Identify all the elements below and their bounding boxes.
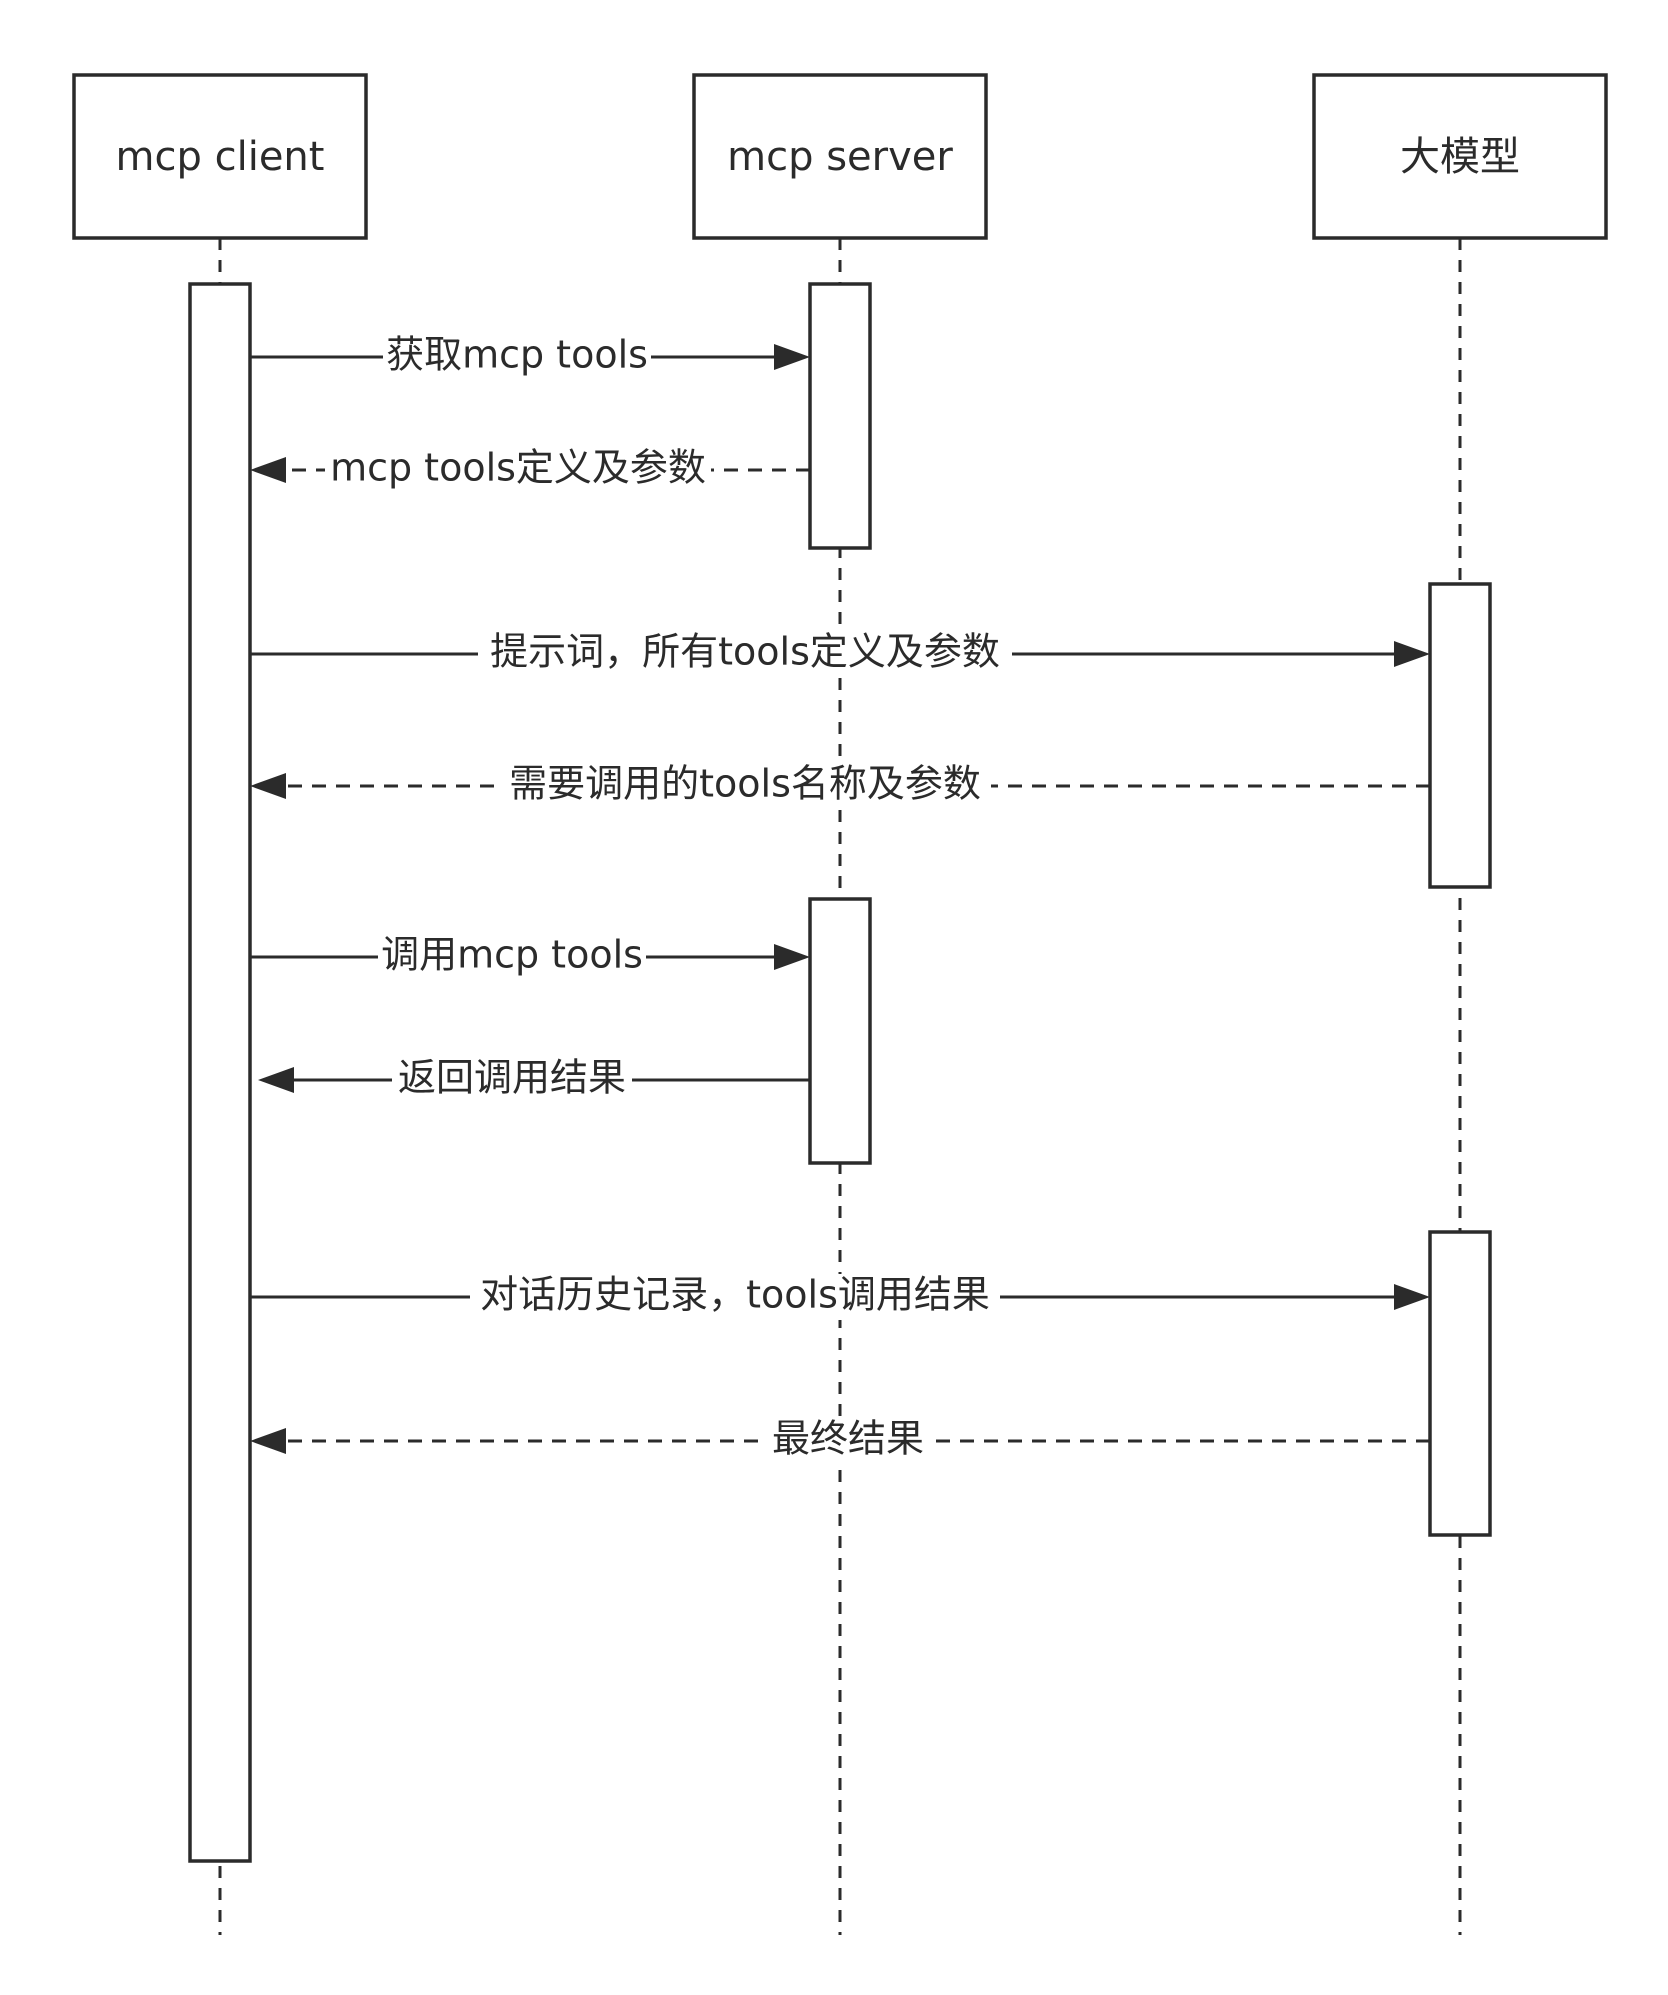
participant-large-model: 大模型 bbox=[1312, 73, 1608, 240]
message-4: 需要调用的tools名称及参数 bbox=[250, 762, 1430, 809]
message-label: 提示词，所有tools定义及参数 bbox=[490, 630, 1000, 674]
message-label: 返回调用结果 bbox=[398, 1056, 626, 1100]
activation-client bbox=[188, 282, 252, 1863]
message-5: 调用mcp tools bbox=[250, 933, 810, 980]
participant-mcp-client: mcp client bbox=[72, 73, 368, 240]
participant-mcp-server: mcp server bbox=[692, 73, 988, 240]
activation-model-2 bbox=[1428, 1230, 1492, 1537]
message-1: 获取mcp tools bbox=[250, 333, 810, 380]
activation-server-2 bbox=[808, 897, 872, 1165]
message-6: 返回调用结果 bbox=[258, 1056, 810, 1103]
message-label: 最终结果 bbox=[772, 1417, 924, 1461]
participant-label: mcp server bbox=[727, 134, 953, 180]
participant-label: mcp client bbox=[116, 134, 325, 180]
message-2: mcp tools定义及参数 bbox=[250, 446, 810, 493]
message-7: 对话历史记录，tools调用结果 bbox=[250, 1273, 1430, 1320]
message-label: 获取mcp tools bbox=[386, 333, 648, 377]
message-label: 调用mcp tools bbox=[381, 933, 643, 977]
message-3: 提示词，所有tools定义及参数 bbox=[250, 630, 1430, 677]
activation-model-1 bbox=[1428, 582, 1492, 889]
message-label: mcp tools定义及参数 bbox=[330, 446, 706, 490]
participant-label: 大模型 bbox=[1400, 134, 1520, 180]
message-label: 需要调用的tools名称及参数 bbox=[509, 762, 981, 806]
message-8: 最终结果 bbox=[250, 1417, 1430, 1464]
activation-server-1 bbox=[808, 282, 872, 550]
message-label: 对话历史记录，tools调用结果 bbox=[480, 1273, 990, 1317]
